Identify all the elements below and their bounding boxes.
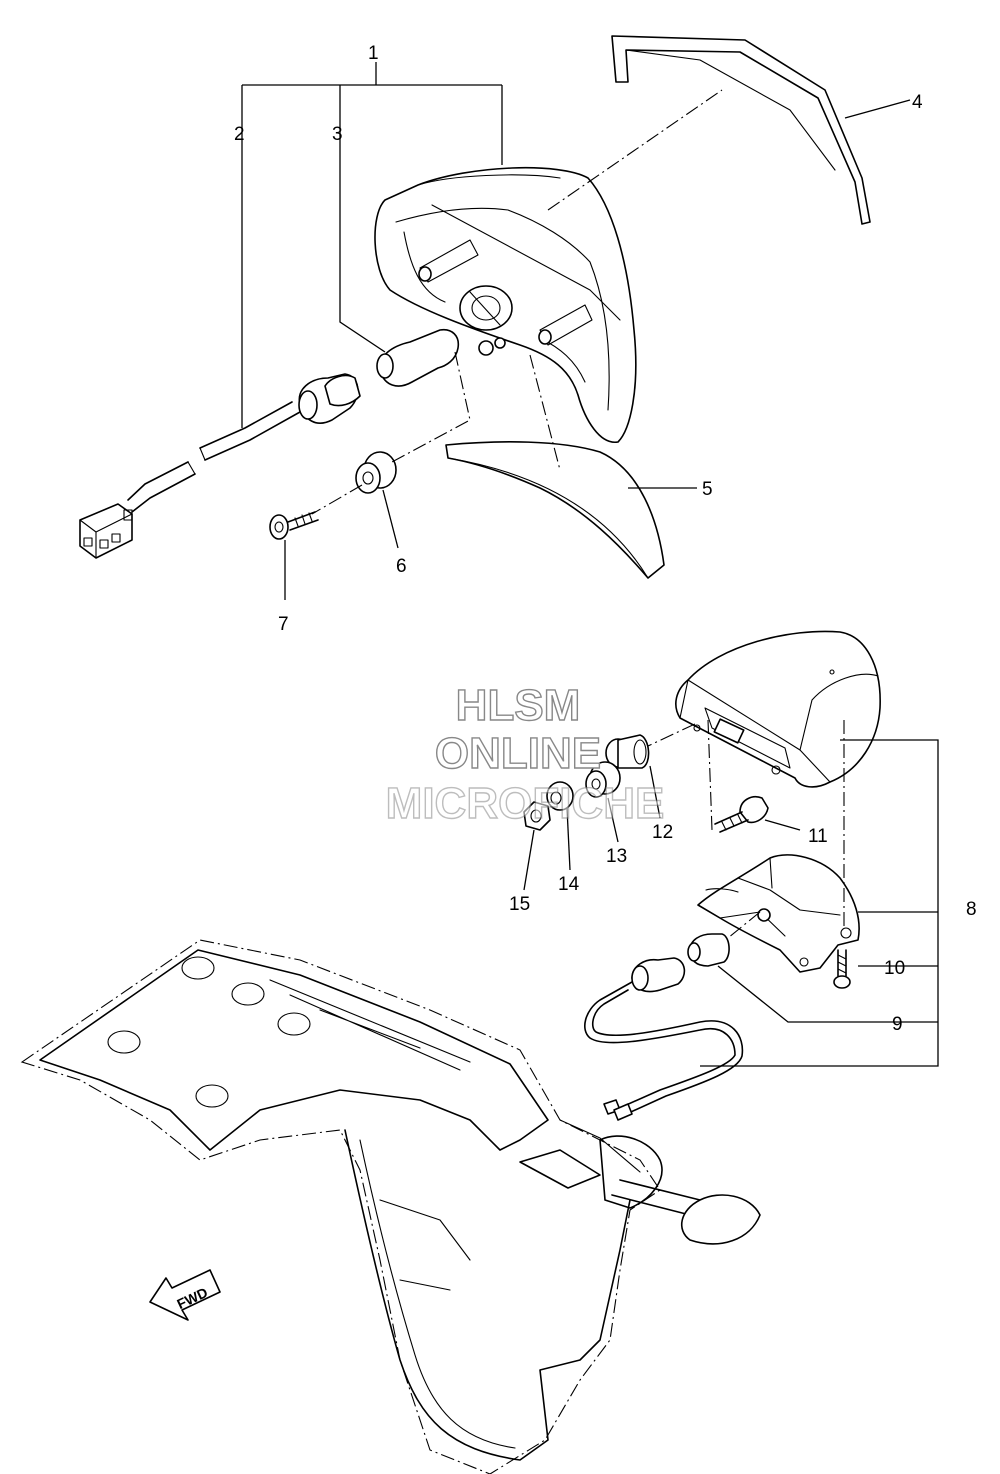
callout-6: 6 — [396, 556, 407, 577]
bulb — [376, 328, 460, 387]
callout-1: 1 — [368, 43, 379, 64]
washer — [546, 781, 574, 811]
callout-14: 14 — [558, 874, 580, 895]
callout-4: 4 — [912, 92, 923, 113]
license-screw — [833, 949, 851, 989]
callout-13: 13 — [606, 846, 627, 867]
upper-lens-cover — [611, 35, 871, 225]
callout-3: 3 — [332, 124, 343, 145]
license-light-base — [697, 854, 860, 973]
watermark-line-2: ONLINE — [435, 729, 601, 778]
screw-with-washer — [269, 511, 319, 540]
license-bulb — [687, 933, 730, 967]
fwd-arrow-icon: FWD — [149, 1269, 221, 1321]
callout-11: 11 — [808, 826, 828, 847]
callout-10: 10 — [884, 958, 905, 979]
license-light-housing — [675, 630, 881, 788]
callout-9: 9 — [892, 1014, 903, 1035]
callout-2: 2 — [234, 124, 245, 145]
watermark-line-3: MICROFICHE — [386, 779, 665, 828]
callout-7: 7 — [278, 614, 289, 635]
collar — [605, 734, 650, 769]
rear-fender — [20, 939, 661, 1474]
watermark: HLSM ONLINE MICROFICHE — [385, 680, 665, 828]
lower-lens-cover — [445, 441, 665, 579]
license-socket-cord — [584, 957, 744, 1121]
cord-and-socket — [79, 373, 361, 559]
license-bolt — [714, 796, 769, 833]
fwd-label: FWD — [174, 1284, 210, 1312]
grommet — [355, 451, 397, 494]
turn-signal — [599, 1135, 761, 1245]
watermark-line-1: HLSM — [456, 681, 581, 730]
callout-12: 12 — [652, 822, 673, 843]
damper — [585, 761, 621, 798]
callout-5: 5 — [702, 479, 713, 500]
tail-light-housing — [374, 166, 637, 443]
callout-8: 8 — [966, 899, 977, 920]
callout-15: 15 — [509, 894, 530, 915]
nut — [523, 801, 551, 831]
callout-labels: 1 2 3 4 5 6 7 8 9 10 11 12 13 14 15 — [234, 43, 977, 1035]
